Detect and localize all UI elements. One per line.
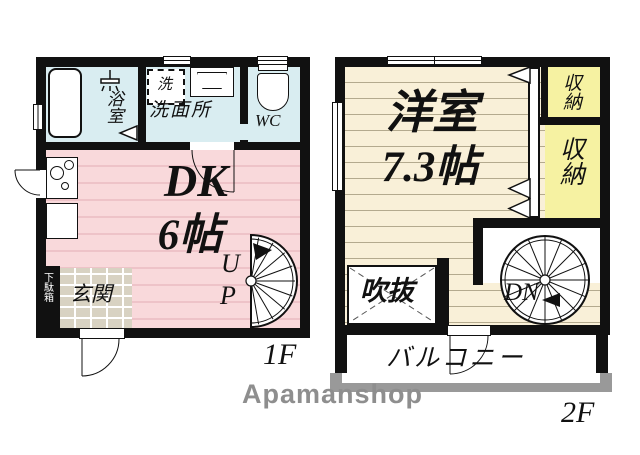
floor1-shoe-cabinet [36,266,60,332]
floor2-stair-wall-top [473,218,600,228]
washing-machine-label: 洗 [157,77,173,93]
window-2f-left [332,102,343,191]
stair-up-label-u: U [221,249,240,278]
window-2f-top-left [387,56,435,65]
floor1-wc-door-opening [240,124,248,140]
western-room-size-label: 7.3帖 [381,144,479,191]
floor2-closet-wall [541,67,548,117]
balcony-wall-left [335,335,347,373]
stair-up-label-p: P [220,281,236,310]
bath-label: 浴室 [103,90,123,124]
burner-circle [64,160,74,170]
floor2-stair-wall-left [473,228,483,285]
balcony-rail-bottom [330,383,612,392]
entrance-door-opening [79,328,125,339]
floor1-entrance-tile [60,268,132,328]
floor1-label: 1F [263,338,297,371]
window-2f-top-right [434,56,482,65]
balcony-wall-right [596,335,608,373]
window-1f-top-wc [257,56,288,65]
floor1-wall-washroom-wc [240,67,248,142]
balcony-label: バルコニー [386,345,526,372]
washbasin-icon [190,67,234,97]
bathtub-icon [48,68,82,138]
kitchen-sink-icon [46,203,78,239]
washroom-label: 洗面所 [149,100,213,121]
floor2-closet-sliding-door [528,67,540,218]
floor2-void-wall [437,258,449,325]
floor2-storage-lower-area [545,125,600,218]
floor1-wall-sanitary-dk [46,142,300,150]
floor1-wall-bath-washroom [138,67,146,142]
toilet-bowl-icon [257,73,289,111]
stair-down-label: DN [504,279,539,306]
dk-label: DK [164,155,228,206]
stove-icon [46,157,78,199]
washing-machine-icon [147,69,185,105]
wc-label: WC [255,111,281,130]
window-1f-top-washroom [163,56,191,65]
storage-upper-label: 収納 [559,73,581,111]
shoe-cabinet-label: 下駄箱 [41,272,53,302]
burner-circle [50,166,64,180]
floor1-washroom-door-opening [190,142,234,150]
floor2-wall-between-storages [528,117,600,125]
door-opening-1f-left [36,170,46,198]
floor2-stair-hall [483,228,600,283]
entrance-door-swing-icon [81,338,120,377]
floor2-storage-upper-area [545,67,600,117]
storage-lower-label: 収納 [556,136,584,186]
entrance-label: 玄関 [70,282,112,306]
western-room-label: 洋室 [386,87,478,138]
dk-size-label: 6帖 [157,212,223,259]
window-1f-left [33,104,43,130]
balcony-door-opening [447,325,491,336]
watermark-logo: Apamanshop [242,379,424,409]
floor2-label: 2F [561,396,595,429]
void-label: 吹抜 [360,276,414,306]
washbasin-bowl [197,72,227,89]
burner-circle [61,182,69,190]
